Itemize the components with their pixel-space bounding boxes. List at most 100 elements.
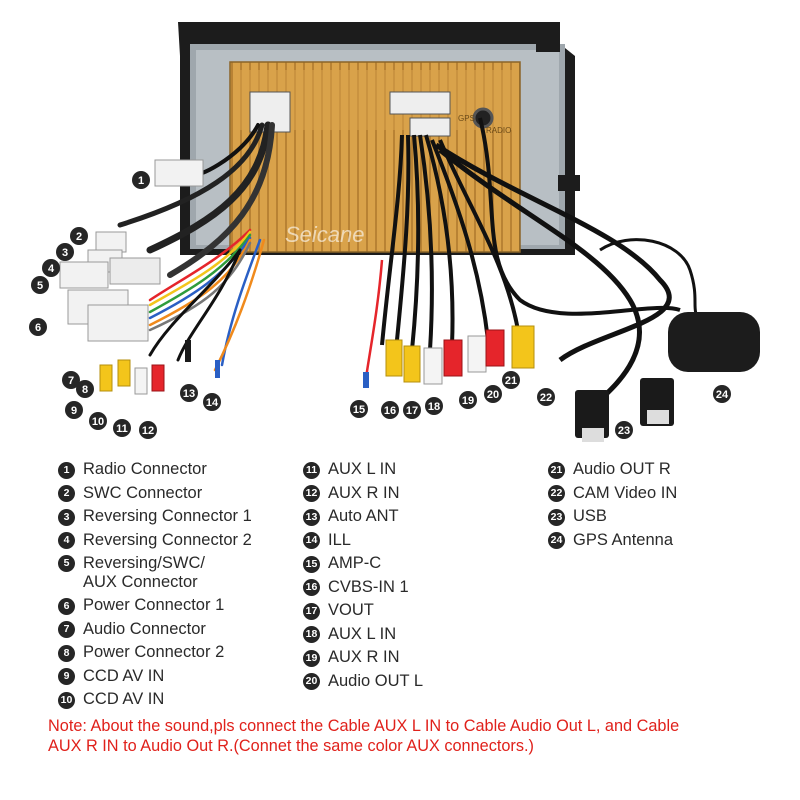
gps-antenna bbox=[599, 238, 760, 372]
callout-22: 22 bbox=[537, 388, 555, 406]
legend-label: Audio OUT L bbox=[328, 671, 424, 690]
svg-text:18: 18 bbox=[428, 401, 440, 413]
number-badge: 3 bbox=[58, 508, 75, 526]
svg-text:24: 24 bbox=[716, 389, 729, 401]
callout-23: 23 bbox=[615, 421, 633, 439]
legend-label: AUX R IN bbox=[328, 648, 400, 666]
number-badge: 5 bbox=[58, 555, 75, 572]
svg-text:8: 8 bbox=[82, 384, 88, 396]
svg-text:7: 7 bbox=[68, 375, 74, 387]
legend-label: Power Connector 1 bbox=[83, 596, 225, 614]
svg-text:5: 5 bbox=[37, 280, 43, 292]
legend-label: CCD AV IN bbox=[83, 666, 165, 685]
legend-label: Reversing Connector 2 bbox=[83, 530, 252, 549]
callout-11: 11 bbox=[113, 419, 131, 437]
number-badge: 16 bbox=[303, 579, 320, 596]
callouts: 1 2 3 4 5 6 7 8 9 10 11 12 13 14 15 16 1… bbox=[29, 171, 731, 439]
callout-24: 24 bbox=[713, 385, 731, 403]
callout-10: 10 bbox=[89, 412, 107, 430]
svg-text:21: 21 bbox=[505, 375, 517, 387]
svg-text:9: 9 bbox=[71, 405, 77, 417]
callout-5: 5 bbox=[31, 276, 49, 294]
callout-21: 21 bbox=[502, 371, 520, 389]
callout-2: 2 bbox=[70, 227, 88, 245]
svg-text:16: 16 bbox=[384, 405, 396, 417]
callout-4: 4 bbox=[42, 259, 60, 277]
number-badge: 17 bbox=[303, 602, 320, 620]
callout-14: 14 bbox=[203, 393, 221, 411]
note-line-2: AUX R IN to Audio Out R.(Connet the same… bbox=[48, 737, 534, 755]
usb-plugs bbox=[575, 378, 674, 442]
svg-text:3: 3 bbox=[62, 247, 68, 259]
svg-text:1: 1 bbox=[138, 175, 144, 187]
svg-text:23: 23 bbox=[618, 425, 630, 437]
number-badge: 9 bbox=[58, 668, 75, 685]
callout-1: 1 bbox=[132, 171, 150, 189]
number-badge: 4 bbox=[58, 532, 75, 549]
legend-label: Audio Connector bbox=[83, 619, 206, 638]
legend-label: Audio OUT R bbox=[573, 460, 671, 478]
callout-9: 9 bbox=[65, 401, 83, 419]
callout-19: 19 bbox=[459, 391, 477, 409]
number-badge: 2 bbox=[58, 485, 75, 502]
gps-port-label: GPS bbox=[458, 114, 475, 123]
callout-7: 7 bbox=[62, 371, 80, 389]
legend-label: VOUT bbox=[328, 601, 374, 619]
svg-text:11: 11 bbox=[116, 423, 128, 435]
callout-6: 6 bbox=[29, 318, 47, 336]
number-badge: 7 bbox=[58, 621, 75, 638]
number-badge: 20 bbox=[303, 673, 320, 690]
callout-3: 3 bbox=[56, 243, 74, 261]
callout-15: 15 bbox=[350, 400, 368, 418]
legend-label: Reversing Connector 1 bbox=[83, 507, 252, 525]
number-badge: 10 bbox=[58, 691, 75, 709]
number-badge: 19 bbox=[303, 649, 320, 667]
number-badge: 8 bbox=[58, 644, 75, 662]
svg-text:22: 22 bbox=[540, 392, 552, 404]
callout-13: 13 bbox=[180, 384, 198, 402]
svg-text:2: 2 bbox=[76, 231, 82, 243]
svg-text:19: 19 bbox=[462, 395, 474, 407]
number-badge: 6 bbox=[58, 597, 75, 615]
number-badge: 23 bbox=[548, 508, 565, 526]
note-line-1: Note: About the sound,pls connect the Ca… bbox=[48, 717, 680, 735]
legend-label: AUX R IN bbox=[328, 483, 400, 502]
head-unit: GPS RADIO Seicane bbox=[160, 22, 580, 255]
legend-label: ILL bbox=[328, 530, 351, 549]
callout-18: 18 bbox=[425, 397, 443, 415]
legend-label: USB bbox=[573, 507, 607, 525]
watermark: Seicane bbox=[285, 222, 365, 247]
legend-label: CCD AV IN bbox=[83, 690, 165, 708]
legend-label: CVBS-IN 1 bbox=[328, 577, 409, 596]
svg-text:20: 20 bbox=[487, 389, 499, 401]
number-badge: 12 bbox=[303, 485, 320, 502]
legend-label: CAM Video IN bbox=[573, 483, 678, 502]
number-badge: 14 bbox=[303, 532, 320, 549]
legend-label: Auto ANT bbox=[328, 507, 399, 525]
svg-text:13: 13 bbox=[183, 388, 195, 400]
callout-12: 12 bbox=[139, 421, 157, 439]
legend-label: Power Connector 2 bbox=[83, 643, 225, 661]
legend-label: Radio Connector bbox=[83, 460, 207, 478]
legend-label: GPS Antenna bbox=[573, 530, 673, 549]
svg-text:15: 15 bbox=[353, 404, 365, 416]
left-rca-plugs bbox=[99, 340, 220, 395]
callout-16: 16 bbox=[381, 401, 399, 419]
number-badge: 11 bbox=[303, 461, 320, 479]
svg-text:10: 10 bbox=[92, 416, 104, 428]
legend-label: SWC Connector bbox=[83, 483, 203, 502]
svg-text:17: 17 bbox=[406, 405, 418, 417]
callout-17: 17 bbox=[403, 401, 421, 419]
legend-label: AMP-C bbox=[328, 554, 382, 572]
svg-text:12: 12 bbox=[142, 425, 154, 437]
wiring-diagram: GPS RADIO Seicane bbox=[29, 22, 760, 442]
callout-8: 8 bbox=[76, 380, 94, 398]
number-badge: 15 bbox=[303, 555, 320, 573]
svg-text:14: 14 bbox=[206, 397, 219, 409]
number-badge: 13 bbox=[303, 508, 320, 526]
number-badge: 1 bbox=[58, 461, 75, 479]
connector-blocks bbox=[59, 159, 204, 342]
number-badge: 24 bbox=[548, 532, 565, 549]
sound-connection-note: Note: About the sound,pls connect the Ca… bbox=[48, 716, 788, 756]
svg-text:6: 6 bbox=[35, 322, 41, 334]
